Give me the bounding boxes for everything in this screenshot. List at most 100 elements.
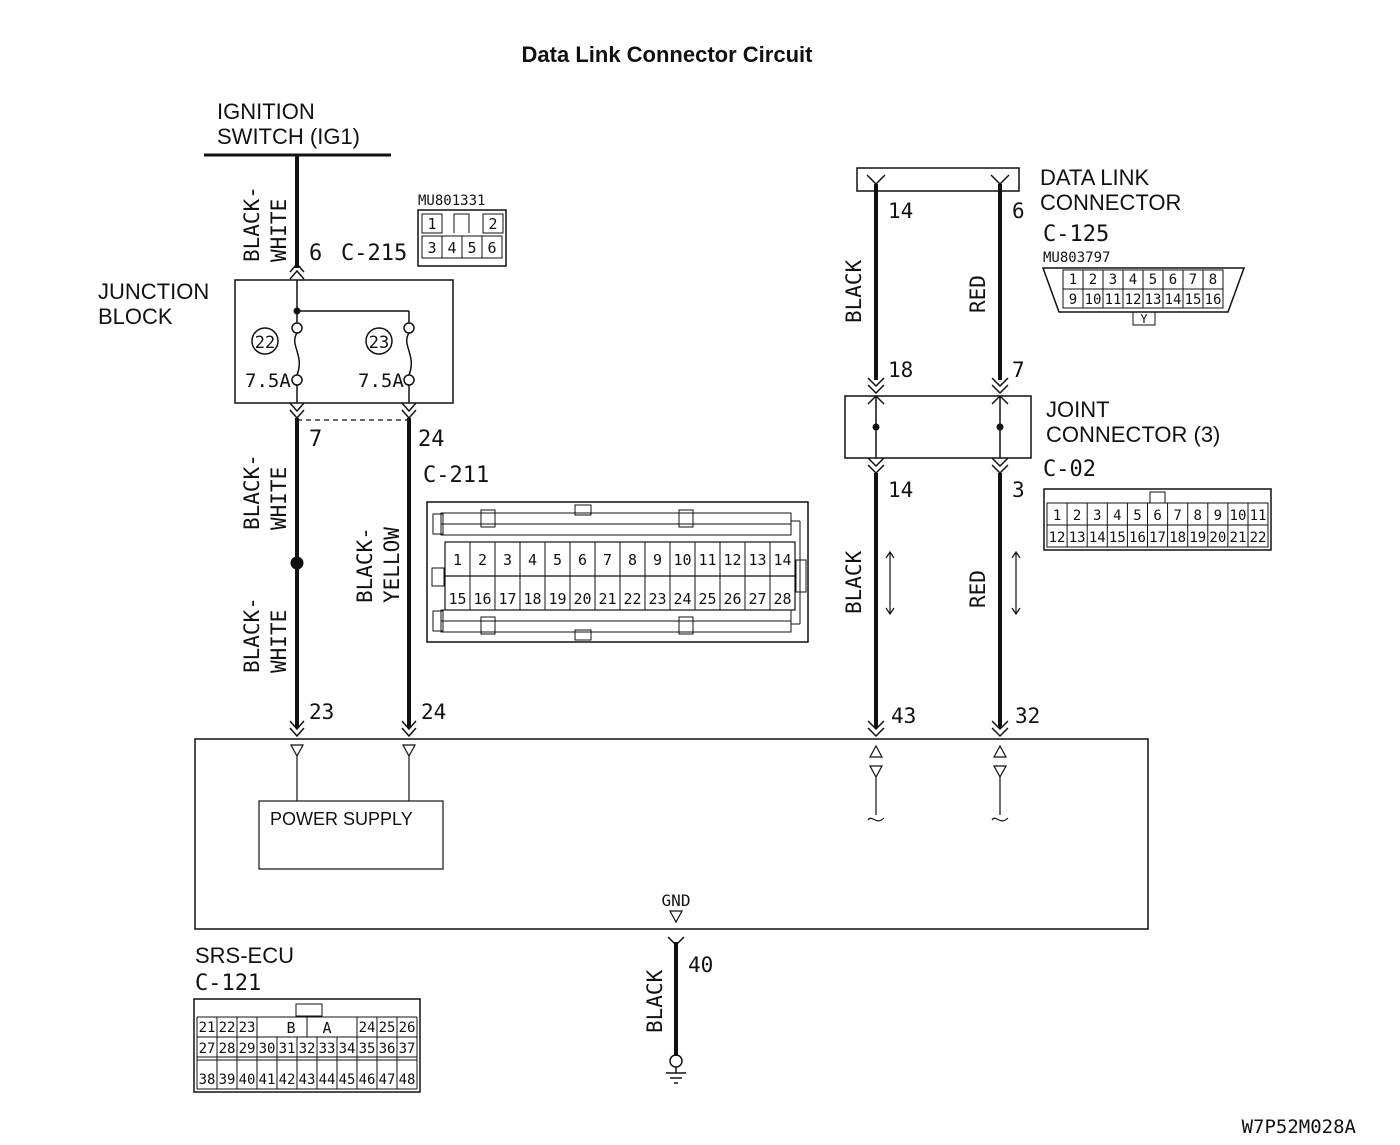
c215-pin-1: 1	[427, 215, 436, 233]
dlc-pin-6-label: 6	[1012, 199, 1025, 223]
dlc-pin-7: 7	[1189, 272, 1197, 288]
c211-pin-7: 7	[603, 551, 612, 569]
joint-label-2: CONNECTOR (3)	[1046, 422, 1220, 447]
c121-pin-43: 43	[299, 1072, 316, 1088]
c211-pin-23: 23	[648, 590, 666, 608]
wire-color-ig-2: WHITE	[267, 199, 291, 262]
c02-pin-20: 20	[1209, 530, 1226, 546]
c121-pin-37: 37	[399, 1041, 416, 1057]
c121-pin-30: 30	[259, 1041, 276, 1057]
c211-pin-8: 8	[628, 551, 637, 569]
c02-pin-18: 18	[1169, 530, 1186, 546]
gnd-label: GND	[662, 891, 691, 910]
c121-pin-29: 29	[239, 1041, 256, 1057]
ecu-pin-23-label: 23	[309, 700, 334, 724]
wire-color-left-lower-1: BLACK-	[240, 597, 264, 673]
c02-pin-10: 10	[1230, 508, 1247, 524]
c211-pin-20: 20	[573, 590, 591, 608]
c121-pin-33: 33	[319, 1041, 336, 1057]
wire-black-yellow-to-ecu: BLACK- YELLOW	[353, 418, 411, 728]
c211-pin-6: 6	[578, 551, 587, 569]
ecu-pin-43-label: 43	[891, 704, 916, 728]
c121-pin-47: 47	[379, 1072, 396, 1088]
c211-pin-14: 14	[773, 551, 791, 569]
fuse-23-number: 23	[369, 333, 389, 353]
srs-ecu-connector-name: C-121	[195, 971, 261, 996]
dlc-pin-1: 1	[1069, 272, 1077, 288]
c121-pin-22: 22	[219, 1020, 236, 1036]
c121-pin-41: 41	[259, 1072, 276, 1088]
c02-pin-5: 5	[1133, 508, 1141, 524]
c211-pin-25: 25	[698, 590, 716, 608]
c121-pin-45: 45	[339, 1072, 356, 1088]
dlc-pin-6: 6	[1169, 272, 1177, 288]
c211-connection: 7 24 C-211	[289, 402, 489, 488]
wire-black-white-to-ecu: BLACK- WHITE BLACK- WHITE	[240, 418, 304, 728]
c121-pin-48: 48	[399, 1072, 416, 1088]
dlc-pin-16: 16	[1205, 292, 1222, 308]
c215-pin-6: 6	[487, 239, 496, 257]
c211-pin-11: 11	[698, 551, 716, 569]
c121-key-b: B	[286, 1019, 295, 1037]
c211-pin-16: 16	[473, 590, 491, 608]
c121-pin-39: 39	[219, 1072, 236, 1088]
c121-pin-25: 25	[379, 1020, 396, 1036]
power-supply-label: POWER SUPPLY	[270, 809, 413, 829]
dlc-pin-10: 10	[1085, 292, 1102, 308]
ecu-pin-entries: 23 24 43 32	[289, 700, 1040, 738]
c02-pin-17: 17	[1149, 530, 1166, 546]
wire-color-ground: BLACK	[643, 969, 667, 1033]
c121-pin-23: 23	[239, 1020, 256, 1036]
c215-pin-3: 3	[427, 239, 436, 257]
dlc-pin-4: 4	[1129, 272, 1137, 288]
wire-color-dlc-black-upper: BLACK	[842, 259, 866, 323]
junction-block: JUNCTION BLOCK 22 7.5A 23 7.5A	[98, 279, 454, 404]
c121-pin-36: 36	[379, 1041, 396, 1057]
wire-color-dlc-red-upper: RED	[966, 275, 990, 313]
joint-connector: JOINT CONNECTOR (3) C-02 14 3	[844, 394, 1220, 502]
c02-pin-2: 2	[1073, 508, 1081, 524]
c121-pin-42: 42	[279, 1072, 296, 1088]
wire-color-yellow-1: BLACK-	[353, 527, 377, 603]
ecu-pin-24-label: 24	[421, 700, 446, 724]
dlc-pin-14: 14	[1165, 292, 1182, 308]
c121-pin-24: 24	[359, 1020, 376, 1036]
dlc-pin-9: 9	[1069, 292, 1077, 308]
c02-pin-14: 14	[1089, 530, 1106, 546]
c121-key-a: A	[322, 1019, 331, 1037]
diagram-title: Data Link Connector Circuit	[522, 42, 814, 67]
wire-ig-to-junction: BLACK- WHITE 6 C-215	[240, 155, 407, 280]
fuse-22-number: 22	[255, 333, 275, 353]
c02-pin-3: 3	[1093, 508, 1101, 524]
c02-pin-12: 12	[1049, 530, 1066, 546]
c02-pin-8: 8	[1194, 508, 1202, 524]
c02-pin-15: 15	[1109, 530, 1126, 546]
dlc-pin-12: 12	[1125, 292, 1142, 308]
c211-pin-17: 17	[498, 590, 516, 608]
c02-pin-6: 6	[1153, 508, 1161, 524]
dlc-pin-11: 11	[1105, 292, 1122, 308]
c211-pin-22: 22	[623, 590, 641, 608]
c02-pin-16: 16	[1129, 530, 1146, 546]
c02-pin-11: 11	[1250, 508, 1267, 524]
c121-pin-28: 28	[219, 1041, 236, 1057]
c02-pin-22: 22	[1250, 530, 1267, 546]
dlc-part-number: MU803797	[1043, 250, 1110, 266]
wire-color-left-upper-2: WHITE	[267, 467, 291, 530]
c121-pin-35: 35	[359, 1041, 376, 1057]
joint-pin-7-label: 7	[1012, 358, 1025, 382]
wire-color-ig-1: BLACK-	[240, 186, 264, 262]
junction-label-1: JUNCTION	[98, 279, 209, 304]
joint-label-1: JOINT	[1046, 397, 1110, 422]
dlc-pin-5: 5	[1149, 272, 1157, 288]
joint-pin-18-label: 18	[888, 358, 913, 382]
junction-label-2: BLOCK	[98, 304, 173, 329]
joint-connector-name: C-02	[1043, 457, 1096, 482]
c215-part-number: MU801331	[418, 193, 485, 209]
c215-pin-5: 5	[467, 239, 476, 257]
wire-color-left-upper-1: BLACK-	[240, 454, 264, 530]
